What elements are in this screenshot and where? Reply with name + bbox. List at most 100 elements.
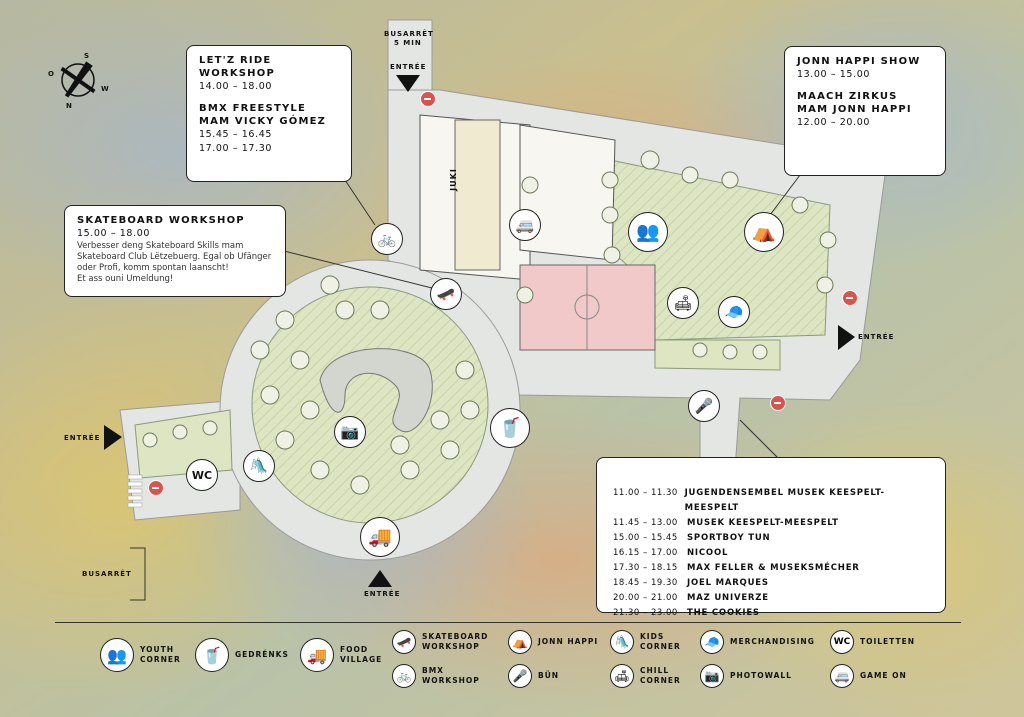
- legend-label-line: GAME ON: [860, 671, 907, 680]
- legend-label: GAME ON: [860, 671, 930, 681]
- wc-icon[interactable]: WC: [186, 459, 218, 491]
- jonn-happi-icon[interactable]: ⛺: [744, 212, 784, 252]
- photowall-icon: 📷: [700, 664, 724, 688]
- game-on-icon[interactable]: 🚐: [509, 209, 541, 241]
- schedule-act: MAZ UNIVERZE: [687, 593, 769, 603]
- entrance-bottom-label: ENTRÉE: [364, 590, 401, 598]
- schedule-row: 18.45 – 19.30 JOEL MARQUES: [613, 576, 931, 591]
- microphone-icon[interactable]: 🎤: [688, 390, 720, 422]
- legend-label-line: JONN HAPPI: [538, 637, 599, 646]
- schedule-row: 16.15 – 17.00 NICOOL: [613, 546, 931, 561]
- legend-label-line: BÜN: [538, 671, 560, 680]
- legend-label-line: FOOD: [340, 645, 369, 654]
- legend-label-line: VILLAGE: [340, 655, 383, 664]
- schedule-act: NICOOL: [687, 548, 729, 558]
- legend-label-line: MERCHANDISING: [730, 637, 815, 646]
- skateboard-icon[interactable]: 🛹: [430, 278, 462, 310]
- kids-corner-icon: 🛝: [610, 630, 634, 654]
- legend-label-line: PHOTOWALL: [730, 671, 792, 680]
- legend-label-line: BMX: [422, 666, 444, 675]
- compass-north: N: [66, 102, 73, 110]
- compass-west: W: [101, 85, 110, 93]
- merchandising-icon: 🧢: [700, 630, 724, 654]
- drinks-icon[interactable]: 🥤: [490, 408, 530, 448]
- merchandising-icon[interactable]: 🧢: [718, 296, 750, 328]
- legend-label-line: CORNER: [140, 655, 181, 664]
- legend-item-merchandising: 🧢 MERCHANDISING: [700, 630, 815, 654]
- stage-schedule-callout: 11.00 – 11.30 JUGENDENSEMBEL MUSEK KEESPE…: [596, 457, 946, 618]
- bmx-icon: 🚲: [392, 664, 416, 688]
- legend-label-line: KIDS: [640, 632, 665, 641]
- legend-label: JONN HAPPI: [538, 637, 608, 647]
- youth-corner-icon: 👥: [100, 638, 134, 672]
- callout-title: MAM VICKY GÓMEZ: [199, 116, 327, 127]
- legend-label: BÜN: [538, 671, 608, 681]
- callout-title: LET'Z RIDE: [199, 55, 272, 66]
- legend-item-game-on: 🚐 GAME ON: [830, 664, 930, 688]
- jonn-happi-callout: JONN HAPPI SHOW 13.00 – 15.00 MAACH ZIRK…: [784, 46, 946, 176]
- schedule-row: 11.45 – 13.00 MUSEK KEESPELT-MEESPELT: [613, 516, 931, 531]
- legend-item-photowall: 📷 PHOTOWALL: [700, 664, 800, 688]
- schedule-act: MUSEK KEESPELT-MEESPELT: [687, 518, 839, 528]
- chill-corner-icon[interactable]: 🛋: [667, 287, 699, 319]
- wc-icon: WC: [830, 630, 854, 654]
- legend-label-line: CHILL: [640, 666, 670, 675]
- schedule-act: THE COOKIES: [687, 608, 760, 618]
- legend-label-line: SKATEBOARD: [422, 632, 489, 641]
- schedule-act: JOEL MARQUES: [687, 578, 769, 588]
- schedule-act: SPORTBOY TUN: [687, 533, 771, 543]
- drinks-icon: 🥤: [195, 638, 229, 672]
- callout-description: Et ass ouni Umeldung!: [77, 274, 174, 284]
- legend-label: GEDRÉNKS: [235, 650, 305, 660]
- schedule-time: 20.00 – 21.00: [613, 593, 678, 603]
- callout-title: SKATEBOARD WORKSHOP: [77, 215, 245, 226]
- callout-description: oder Profi, komm spontan laanscht!: [77, 263, 229, 273]
- schedule-row: 15.00 – 15.45 SPORTBOY TUN: [613, 531, 931, 546]
- schedule-row: 20.00 – 21.00 MAZ UNIVERZE: [613, 591, 931, 606]
- schedule-time: 18.45 – 19.30: [613, 578, 678, 588]
- letz-ride-callout: LET'Z RIDE WORKSHOP 14.00 – 18.00 BMX FR…: [186, 45, 352, 182]
- schedule-time: 17.30 – 18.15: [613, 563, 678, 573]
- schedule-time: 16.15 – 17.00: [613, 548, 678, 558]
- legend-label-line: WORKSHOP: [422, 676, 480, 685]
- callout-title: BMX FREESTYLE: [199, 103, 307, 114]
- game-on-icon: 🚐: [830, 664, 854, 688]
- schedule-time: 11.00 – 11.30: [613, 488, 678, 498]
- legend-item-wc: WC TOILETTEN: [830, 630, 930, 654]
- callout-description: Verbesser deng Skateboard Skills mam: [77, 241, 244, 251]
- legend-label-line: TOILETTEN: [860, 637, 915, 646]
- entrance-left-label: ENTRÉE: [64, 434, 101, 442]
- kids-corner-icon[interactable]: 🛝: [243, 450, 275, 482]
- bus-stop-top-label: BUSARRÊT: [384, 30, 434, 38]
- schedule-time: 15.00 – 15.45: [613, 533, 678, 543]
- callout-title: JONN HAPPI SHOW: [797, 56, 921, 67]
- no-entry-sign: [842, 290, 858, 306]
- legend-label: TOILETTEN: [860, 637, 930, 647]
- youth-corner-icon[interactable]: 👥: [628, 212, 668, 252]
- entrance-right-label: ENTRÉE: [858, 333, 895, 341]
- food-truck-icon[interactable]: 🚚: [360, 517, 400, 557]
- schedule-time: 21.30 – 23.00: [613, 608, 678, 618]
- skateboard-icon: 🛹: [392, 630, 416, 654]
- callout-time: 12.00 – 20.00: [797, 117, 870, 128]
- legend-item-drinks: 🥤 GEDRÉNKS: [195, 638, 305, 672]
- photowall-icon[interactable]: 📷: [334, 416, 366, 448]
- bmx-icon[interactable]: 🚲: [371, 223, 403, 255]
- callout-time: 13.00 – 15.00: [797, 69, 870, 80]
- no-entry-sign: [770, 395, 786, 411]
- schedule-time: 11.45 – 13.00: [613, 518, 678, 528]
- schedule-act: JUGENDENSEMBEL MUSEK KEESPELT-MEESPELT: [684, 488, 885, 513]
- legend-label-line: GEDRÉNKS: [235, 650, 289, 659]
